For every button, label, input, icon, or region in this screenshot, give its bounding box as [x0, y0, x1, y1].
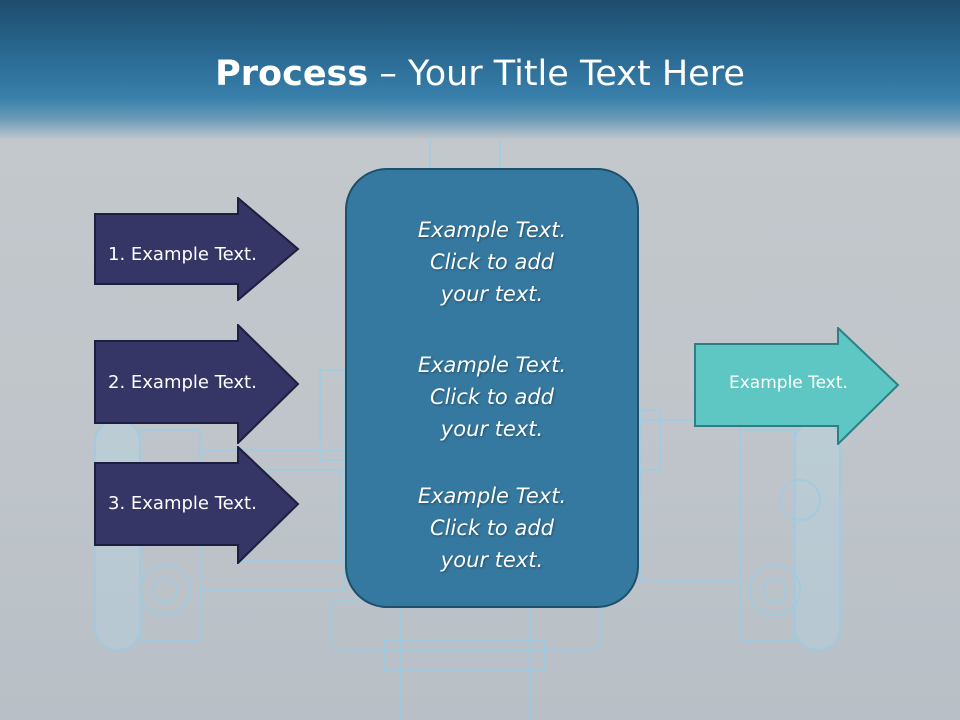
center-block-3-line1: Example Text.: [417, 484, 567, 508]
right-arrow-label: Example Text.: [729, 373, 848, 393]
center-block-1-line2: Click to add: [429, 250, 554, 274]
title-bold: Process: [215, 54, 369, 94]
left-arrow-1-label: 1. Example Text.: [108, 244, 257, 265]
center-block-2: Example Text. Click to add your text.: [347, 349, 637, 445]
center-block-1-line1: Example Text.: [417, 218, 567, 242]
center-block-3-line2: Click to add: [429, 516, 554, 540]
center-block-2-line3: your text.: [440, 417, 544, 441]
center-block-2-line2: Click to add: [429, 385, 554, 409]
left-arrow-3-label: 3. Example Text.: [108, 493, 257, 514]
center-text-box[interactable]: Example Text. Click to add your text. Ex…: [345, 168, 639, 608]
center-block-2-line1: Example Text.: [417, 353, 567, 377]
right-arrow[interactable]: [694, 327, 900, 445]
slide-title: Process – Your Title Text Here: [0, 52, 960, 96]
center-block-3: Example Text. Click to add your text.: [347, 480, 637, 576]
header-bar: [0, 0, 960, 140]
left-arrow-1[interactable]: [94, 197, 300, 301]
title-rest: – Your Title Text Here: [368, 54, 745, 94]
center-block-1-line3: your text.: [440, 282, 544, 306]
center-block-1: Example Text. Click to add your text.: [347, 214, 637, 310]
center-block-3-line3: your text.: [440, 548, 544, 572]
left-arrow-2[interactable]: [94, 324, 300, 444]
left-arrow-3[interactable]: [94, 446, 300, 564]
left-arrow-2-label: 2. Example Text.: [108, 372, 257, 393]
